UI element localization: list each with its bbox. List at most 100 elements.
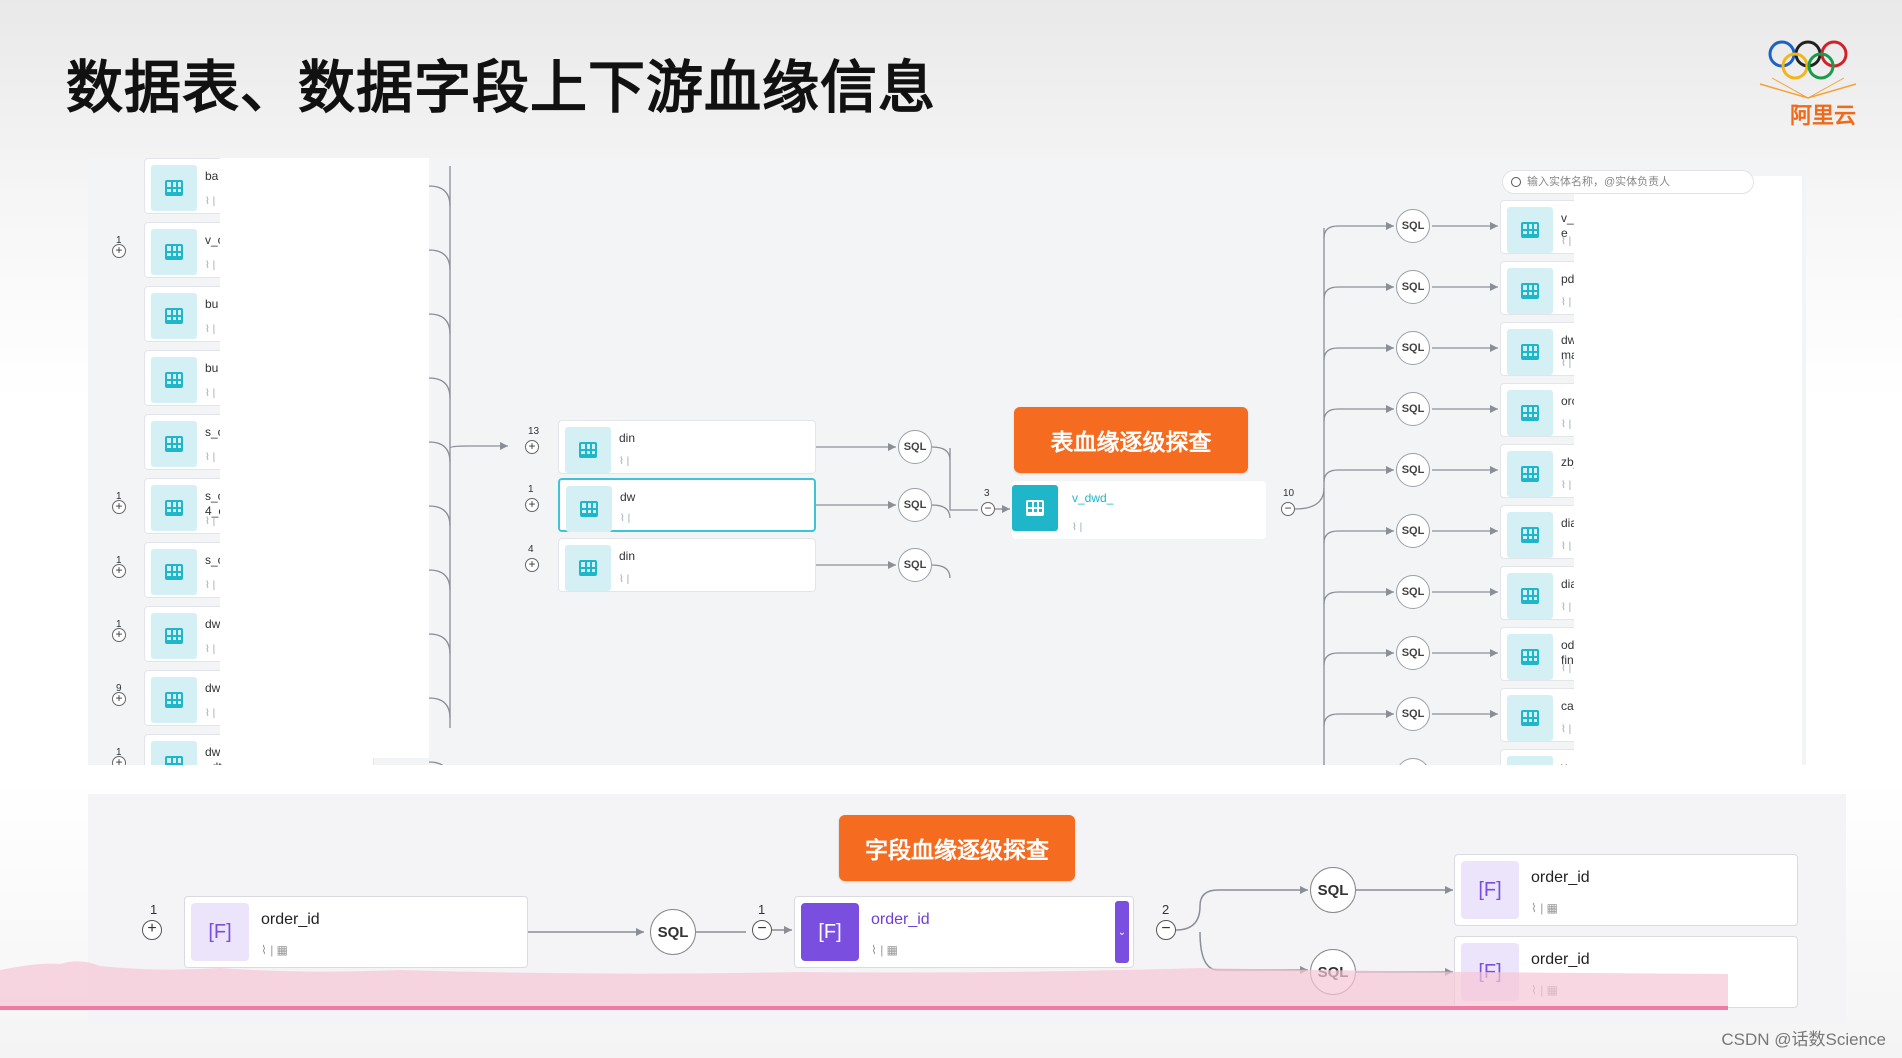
upstream-edge [428, 697, 451, 719]
expand-upstream-button[interactable]: + [112, 628, 126, 642]
field-node[interactable]: [F]order_id⌇ | ▦ [1454, 854, 1798, 926]
sql-node[interactable]: SQL [1396, 209, 1430, 243]
trunk-to-sql-edge [1323, 713, 1394, 727]
table-icon [1507, 573, 1553, 619]
node-count: 1 [528, 484, 534, 495]
table-grid-icon [1521, 588, 1539, 604]
center-table-node[interactable]: v_dwd_⌇ | [1012, 481, 1266, 539]
node-count: 10 [1283, 488, 1295, 499]
field-icon: [F] [801, 903, 859, 961]
expand-upstream-button[interactable]: + [112, 500, 126, 514]
table-grid-icon [1521, 283, 1539, 299]
node-count: 1 [150, 902, 158, 917]
table-node[interactable]: din⌇ | [558, 420, 816, 474]
edge-arrowhead [1002, 505, 1010, 513]
table-icon [565, 427, 611, 473]
entity-search-input[interactable]: 输入实体名称，@实体负责人 [1502, 170, 1754, 194]
table-node-name: dia [1561, 577, 1578, 591]
sql-node[interactable]: SQL [1396, 392, 1430, 426]
chevron-down-icon[interactable]: ⌄ [1115, 901, 1129, 963]
table-icon [1507, 634, 1553, 680]
collapse-downstream-button[interactable]: − [1281, 502, 1295, 516]
sql-node[interactable]: SQL [898, 488, 932, 522]
table-grid-icon [1521, 527, 1539, 543]
sql-node[interactable]: SQL [898, 430, 932, 464]
sql-node[interactable]: SQL [1396, 575, 1430, 609]
expand-upstream-button[interactable]: + [112, 692, 126, 706]
sql-node[interactable]: SQL [898, 548, 932, 582]
node-count: 1 [116, 235, 122, 246]
field-node-name: order_id [261, 911, 320, 928]
edge-arrowhead [1386, 222, 1394, 230]
collapse-upstream-button[interactable]: − [981, 502, 995, 516]
field-icon: [F] [191, 903, 249, 961]
table-icon [1507, 695, 1553, 741]
table-grid-icon [165, 436, 183, 452]
table-node[interactable]: din⌇ | [558, 538, 816, 592]
table-grid-icon [580, 501, 598, 517]
table-lineage-panel: ba⌇ |v_c⌇ |1+bu⌇ |bu⌇ |s_c⌇ |s_c 4_c⌇ |1… [88, 158, 1806, 765]
table-grid-icon [1521, 344, 1539, 360]
edge-arrowhead [1386, 283, 1394, 291]
table-grid-icon [165, 244, 183, 260]
sql-node[interactable]: SQL [1396, 514, 1430, 548]
sql-node[interactable]: SQL [650, 909, 696, 955]
sql-node[interactable]: SQL [1396, 270, 1430, 304]
expand-node-button[interactable]: + [525, 498, 539, 512]
node-count: 1 [116, 747, 122, 758]
table-node-name: od fin [1561, 638, 1575, 667]
edge-arrowhead [1386, 710, 1394, 718]
node-count: 9 [116, 683, 122, 694]
sql-node[interactable]: SQL [1396, 636, 1430, 670]
node-meta-icons: ⌇ | [205, 708, 216, 719]
node-meta-icons: ⌇ | [1561, 297, 1572, 308]
edge-arrowhead [784, 926, 792, 934]
node-count: 1 [758, 902, 766, 917]
node-count: 4 [528, 544, 534, 555]
expand-upstream-button[interactable]: + [142, 920, 162, 940]
node-meta-icons: ⌇ | [1072, 522, 1083, 533]
expand-upstream-button[interactable]: + [112, 244, 126, 258]
expand-node-button[interactable]: + [525, 440, 539, 454]
table-grid-icon [1026, 500, 1044, 516]
node-count: 1 [116, 619, 122, 630]
trunk-to-sql-edge [1323, 408, 1394, 422]
upstream-edge [428, 441, 451, 463]
table-icon [151, 613, 197, 659]
sql-node[interactable]: SQL [1396, 331, 1430, 365]
expand-upstream-button[interactable]: + [112, 756, 126, 765]
merge-edge [449, 445, 508, 449]
search-placeholder: 输入实体名称，@实体负责人 [1527, 176, 1671, 188]
sql-node[interactable]: SQL [1396, 697, 1430, 731]
table-node-name: v_c [205, 233, 224, 247]
edge-arrowhead [888, 443, 896, 451]
expand-upstream-button[interactable]: + [112, 564, 126, 578]
expand-node-button[interactable]: + [525, 558, 539, 572]
field-node[interactable]: [F]order_id⌇ | ▦ [184, 896, 528, 968]
table-node[interactable]: dw⌇ | [558, 478, 816, 532]
edge-arrowhead [1386, 527, 1394, 535]
table-node-name: bu [205, 297, 219, 311]
edge-arrowhead [1386, 588, 1394, 596]
edge-arrowhead [1300, 886, 1308, 894]
table-grid-icon [165, 180, 183, 196]
pink-wave-decoration [0, 961, 1728, 1010]
sql-node[interactable]: SQL [1396, 453, 1430, 487]
trunk-to-sql-edge [1323, 469, 1394, 483]
downstream-mask [1574, 176, 1802, 765]
table-grid-icon [165, 756, 183, 765]
upstream-edge [428, 377, 451, 399]
table-icon [1507, 451, 1553, 497]
edge-arrowhead [1490, 222, 1498, 230]
field-node[interactable]: [F]order_id⌇ | ▦⌄ [794, 896, 1134, 968]
collapse-downstream-button[interactable]: − [1156, 920, 1176, 940]
sql-node[interactable]: SQL [1310, 867, 1356, 913]
edge-arrowhead [500, 442, 508, 450]
edge-arrowhead [1490, 527, 1498, 535]
node-meta-icons: ⌇ | [1561, 724, 1572, 735]
trunk-to-sql-edge [1323, 347, 1394, 361]
node-meta-icons: ⌇ | [1561, 236, 1572, 247]
table-icon [151, 677, 197, 723]
collapse-button[interactable]: − [752, 920, 772, 940]
olympic-rings-logo [1759, 40, 1857, 99]
